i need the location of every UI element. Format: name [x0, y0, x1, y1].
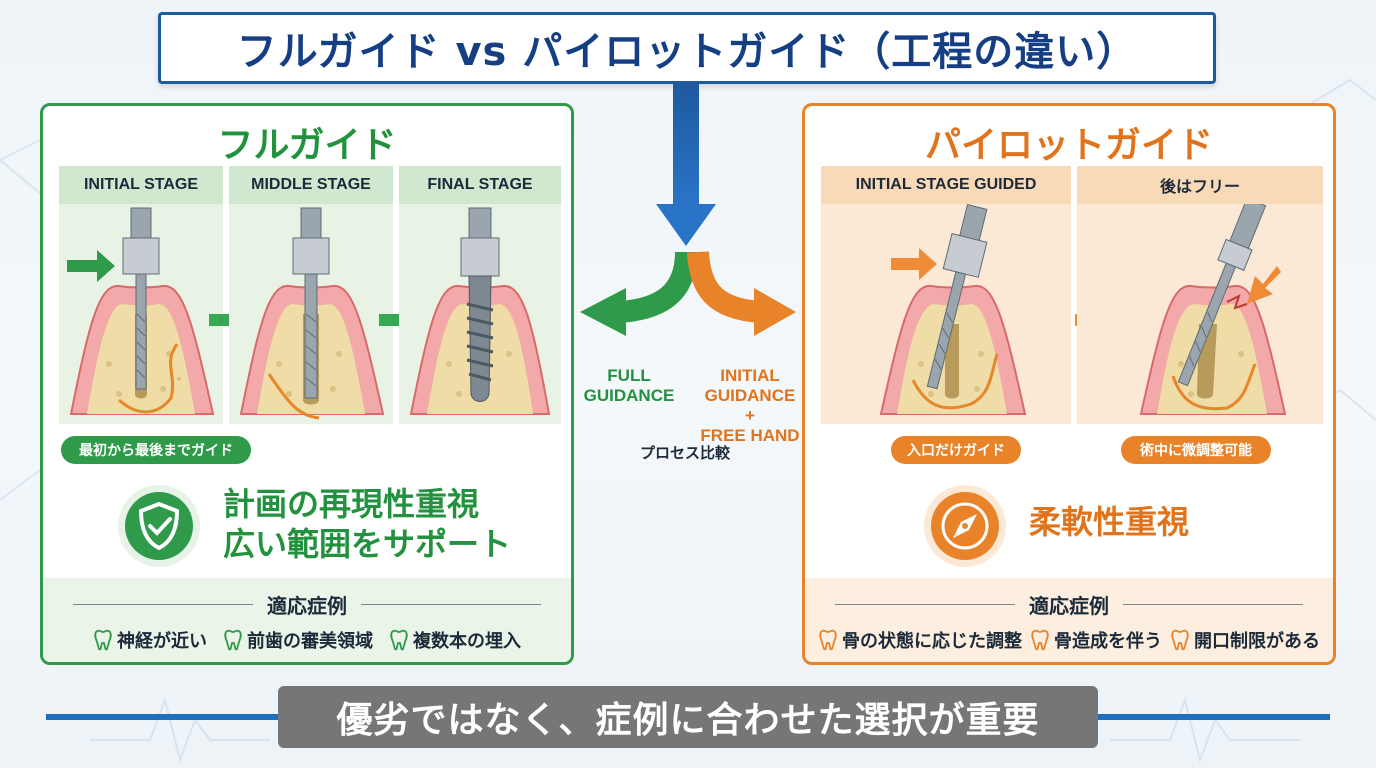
full-guide-feature-text: 計画の再現性重視 広い範囲をサポート	[223, 484, 511, 564]
stage-initial-header: INITIAL STAGE	[59, 166, 223, 204]
full-guide-panel: フルガイド INITIAL STAGE	[40, 103, 574, 665]
stage-free-hand-header: 後はフリー	[1077, 166, 1323, 204]
page-title: フルガイド vs パイロットガイド（工程の違い）	[236, 29, 1138, 75]
indication-item: 複数本の埋入	[389, 627, 521, 653]
pilot-guide-panel: パイロットガイド INITIAL STAGE GUIDED	[802, 103, 1336, 665]
label-full-line-1: FULL	[607, 366, 651, 385]
orange-split-arrow	[687, 251, 762, 323]
indication-item: 骨の状態に応じた調整	[818, 627, 1022, 653]
stage-free-hand: 後はフリー	[1077, 166, 1323, 424]
pilot-guide-feature-text: 柔軟性重視	[1029, 503, 1190, 541]
indications-list: 骨の状態に応じた調整 骨造成を伴う 開口制限がある	[815, 624, 1323, 656]
stage-initial-guided-header: INITIAL STAGE GUIDED	[821, 166, 1071, 204]
shield-check-icon	[118, 485, 200, 567]
label-pilot-line-3: +	[745, 406, 755, 425]
full-guide-badge: 最初から最後までガイド	[61, 436, 251, 464]
label-pilot-line-1: INITIAL	[720, 366, 780, 385]
indication-item: 神経が近い	[93, 627, 207, 653]
indication-label: 骨の状態に応じた調整	[842, 631, 1022, 652]
conclusion-text: 優劣ではなく、症例に合わせた選択が重要	[336, 700, 1040, 741]
conclusion-banner: 優劣ではなく、症例に合わせた選択が重要	[278, 686, 1098, 748]
green-arrow-head	[580, 288, 626, 336]
indication-label: 前歯の審美領域	[247, 631, 373, 652]
indications-heading: 適応症例	[59, 590, 555, 618]
indication-label: 骨造成を伴う	[1054, 631, 1162, 652]
stage-initial-illustration	[59, 204, 223, 424]
pilot-guide-stages: INITIAL STAGE GUIDED	[821, 166, 1323, 466]
indication-label: 開口制限がある	[1194, 631, 1320, 652]
full-guide-heading: フルガイド	[217, 125, 397, 166]
stage-final-illustration	[399, 204, 561, 424]
title-banner: フルガイド vs パイロットガイド（工程の違い）	[158, 12, 1216, 84]
tooth-icon	[224, 629, 242, 651]
stage-initial-guided: INITIAL STAGE GUIDED	[821, 166, 1071, 424]
stage-middle-header: MIDDLE STAGE	[229, 166, 393, 204]
indication-item: 開口制限がある	[1170, 627, 1320, 653]
indication-item: 前歯の審美領域	[223, 627, 373, 653]
label-full-line-2: GUIDANCE	[583, 386, 675, 405]
stage-initial-guided-illustration	[821, 204, 1071, 424]
label-pilot-line-2: GUIDANCE	[704, 386, 796, 405]
indication-item: 骨造成を伴う	[1030, 627, 1162, 653]
pilot-guide-badge-adjust: 術中に微調整可能	[1121, 436, 1271, 464]
indications-list: 神経が近い 前歯の審美領域 複数本の埋入	[53, 624, 561, 656]
process-flow-arrows	[580, 84, 796, 336]
full-guidance-label: FULL GUIDANCE	[574, 366, 684, 406]
tooth-icon	[390, 629, 408, 651]
tooth-icon	[819, 629, 837, 651]
initial-guidance-label: INITIAL GUIDANCE + FREE HAND	[690, 366, 810, 446]
main-arrow-head	[656, 204, 716, 246]
pilot-guide-indications: 適応症例 骨の状態に応じた調整 骨造成を伴う 開口制限がある	[805, 578, 1333, 662]
stage-middle: MIDDLE STAGE	[229, 166, 393, 424]
tooth-icon	[94, 629, 112, 651]
tooth-icon	[1171, 629, 1189, 651]
tooth-icon	[1031, 629, 1049, 651]
stage-final-header: FINAL STAGE	[399, 166, 561, 204]
feature-line-1: 計画の再現性重視	[223, 485, 480, 523]
full-guide-indications: 適応症例 神経が近い 前歯の審美領域 複数本の埋入	[43, 578, 571, 662]
stage-initial: INITIAL STAGE	[59, 166, 223, 424]
indications-heading: 適応症例	[821, 590, 1317, 618]
orange-arrow-head	[754, 288, 796, 336]
label-pilot-line-4: FREE HAND	[700, 426, 800, 445]
full-guide-stages: INITIAL STAGE M	[59, 166, 561, 466]
indication-label: 複数本の埋入	[413, 631, 521, 652]
stage-free-hand-illustration	[1077, 204, 1323, 424]
pilot-guide-heading: パイロットガイド	[924, 125, 1213, 166]
stage-final: FINAL STAGE	[399, 166, 561, 424]
pilot-guide-feature: 柔軟性重視	[805, 476, 1333, 576]
indication-label: 神経が近い	[117, 631, 207, 652]
stage-middle-illustration	[229, 204, 393, 424]
compass-icon	[924, 485, 1006, 567]
main-arrow-shaft	[673, 84, 699, 208]
process-comparison-caption: プロセス比較	[639, 444, 730, 462]
pilot-guide-badge-entry: 入口だけガイド	[891, 436, 1021, 464]
feature-line-2: 広い範囲をサポート	[223, 525, 512, 563]
full-guide-feature: 計画の再現性重視 広い範囲をサポート	[43, 476, 571, 576]
green-split-arrow	[618, 251, 697, 323]
